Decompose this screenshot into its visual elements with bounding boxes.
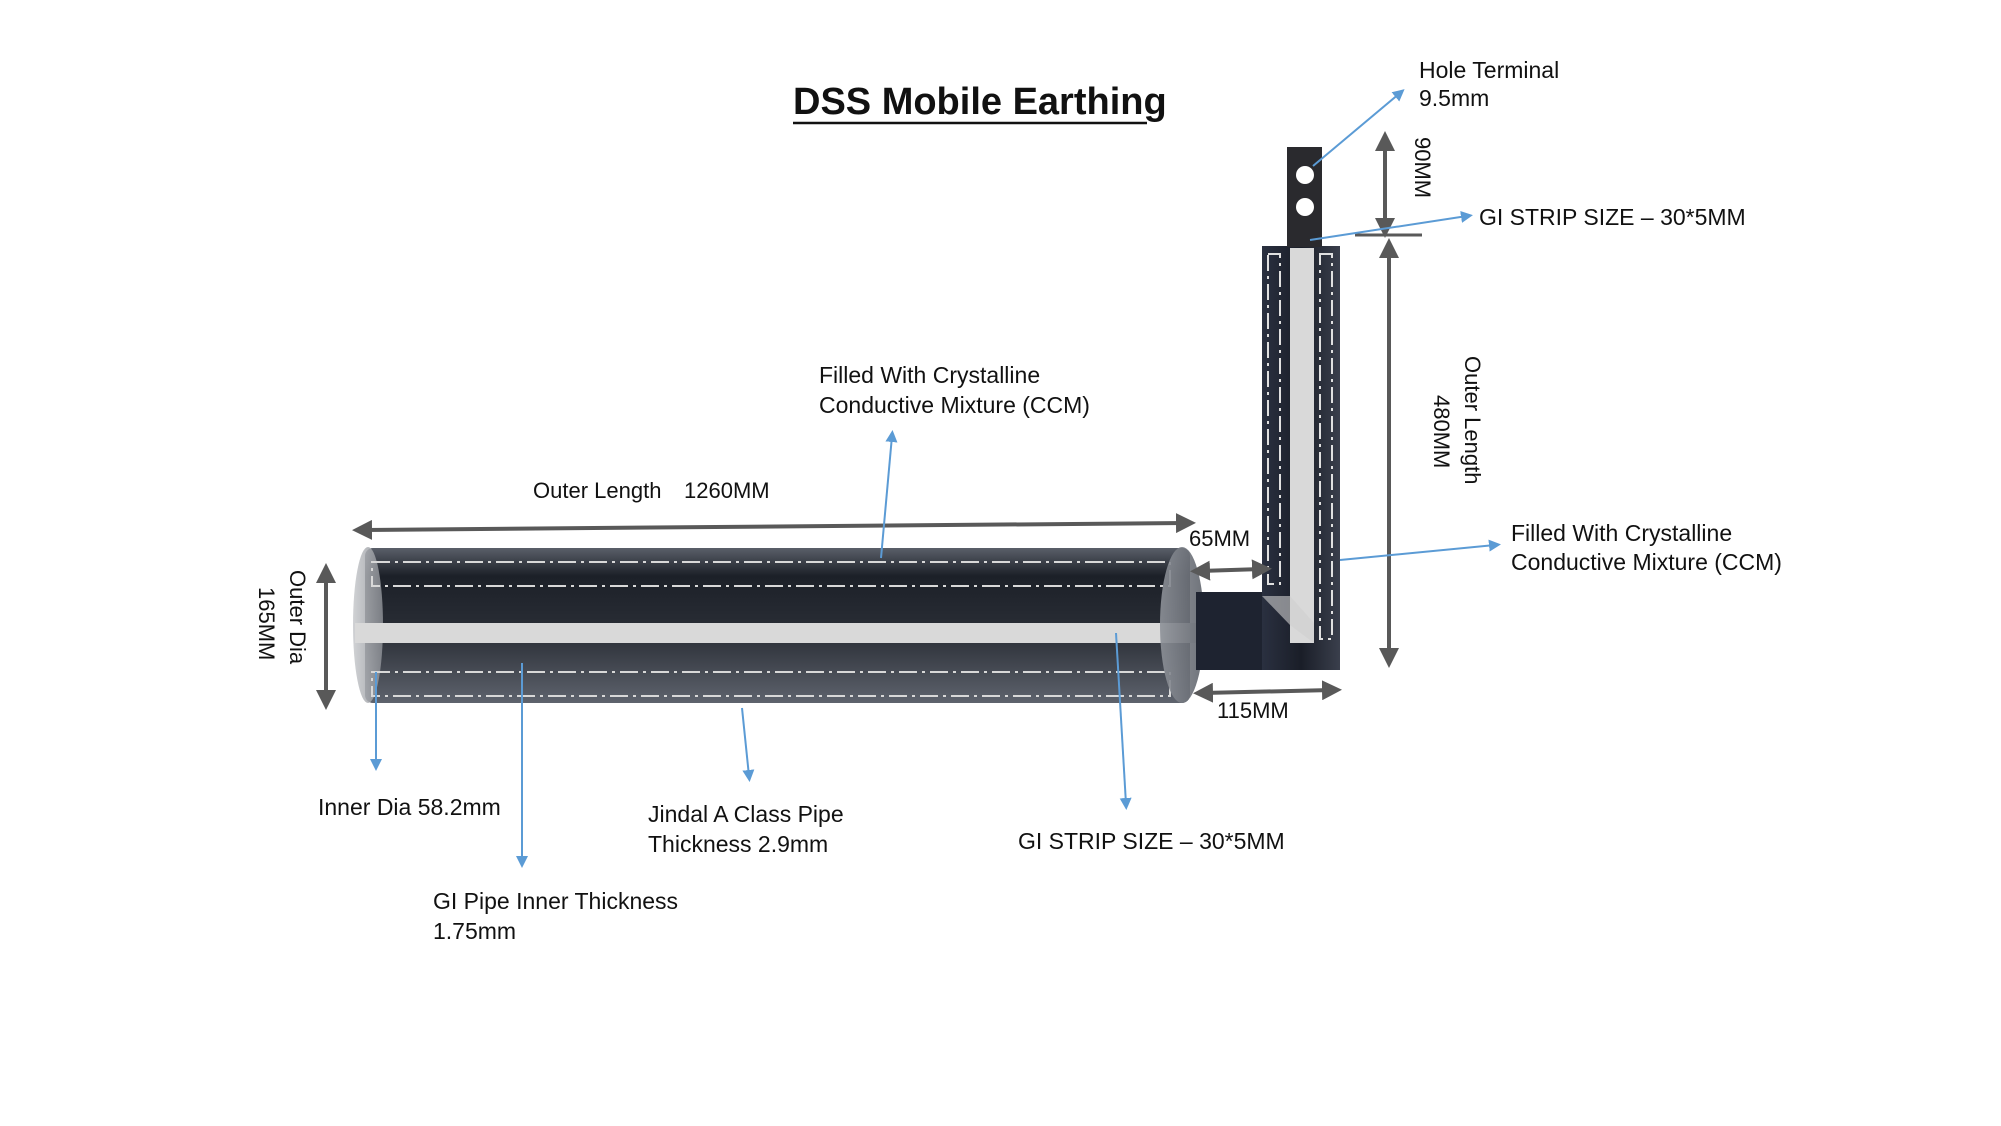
gi-pipe-thickness-label-line1: GI Pipe Inner Thickness	[433, 888, 678, 914]
terminal-hole-2	[1296, 198, 1314, 216]
ccm-right-label-line2: Conductive Mixture (CCM)	[1511, 549, 1782, 575]
offset-115-arrow	[1193, 680, 1342, 703]
outer-length-horizontal-value: 1260MM	[684, 478, 770, 503]
ccm-top-label-line1: Filled With Crystalline	[819, 362, 1040, 388]
outer-length-horizontal-arrow	[352, 513, 1196, 540]
ccm-right-label-line1: Filled With Crystalline	[1511, 520, 1732, 546]
horizontal-pipe	[353, 547, 1295, 703]
hole-terminal-size: 9.5mm	[1419, 85, 1489, 111]
hole-terminal-leader	[1312, 89, 1405, 167]
horizontal-pipe-right-cap	[1160, 547, 1204, 703]
gi-pipe-thickness-label-line2: 1.75mm	[433, 918, 516, 944]
jindal-pipe-label-line2: Thickness 2.9mm	[648, 831, 828, 857]
ccm-right-leader	[1339, 539, 1501, 561]
jindal-pipe-leader	[741, 707, 755, 782]
vertical-pipe-right-fill-outline	[1319, 253, 1333, 640]
outer-dia-label: Outer Dia	[285, 570, 310, 665]
horizontal-gi-strip	[355, 623, 1295, 643]
inner-dia-label: Inner Dia 58.2mm	[318, 794, 501, 820]
ccm-top-leader	[880, 430, 898, 559]
diagram-title: DSS Mobile Earthing	[793, 81, 1167, 123]
ccm-top-label-line2: Conductive Mixture (CCM)	[819, 392, 1090, 418]
vertical-gi-strip	[1290, 248, 1314, 643]
vertical-pipe	[1262, 246, 1340, 670]
jindal-pipe-label-line1: Jindal A Class Pipe	[648, 801, 844, 827]
outer-dia-value: 165MM	[254, 587, 279, 660]
gi-strip-bottom-leader	[1115, 632, 1132, 810]
dimension-lines	[316, 131, 1422, 710]
vertical-pipe-left-fill-outline	[1267, 253, 1281, 585]
outer-length-vertical-value: 480MM	[1429, 395, 1454, 468]
gi-strip-top-leader	[1309, 210, 1473, 241]
outer-length-vertical-label: Outer Length	[1460, 356, 1485, 484]
terminal-hole-1	[1296, 166, 1314, 184]
terminal-height-label: 90MM	[1410, 137, 1435, 198]
offset-65-arrow	[1190, 559, 1272, 581]
gi-strip-top-label: GI STRIP SIZE – 30*5MM	[1479, 204, 1746, 230]
offset-115-label: 115MM	[1217, 698, 1289, 723]
leader-lines	[370, 89, 1501, 868]
outer-length-horizontal-label: Outer Length	[533, 478, 661, 503]
strip-elbow-joint	[1262, 596, 1314, 643]
gi-strip-bottom-label: GI STRIP SIZE – 30*5MM	[1018, 828, 1285, 854]
hole-terminal-label: Hole Terminal	[1419, 57, 1559, 83]
offset-65-label: 65MM	[1189, 526, 1250, 551]
